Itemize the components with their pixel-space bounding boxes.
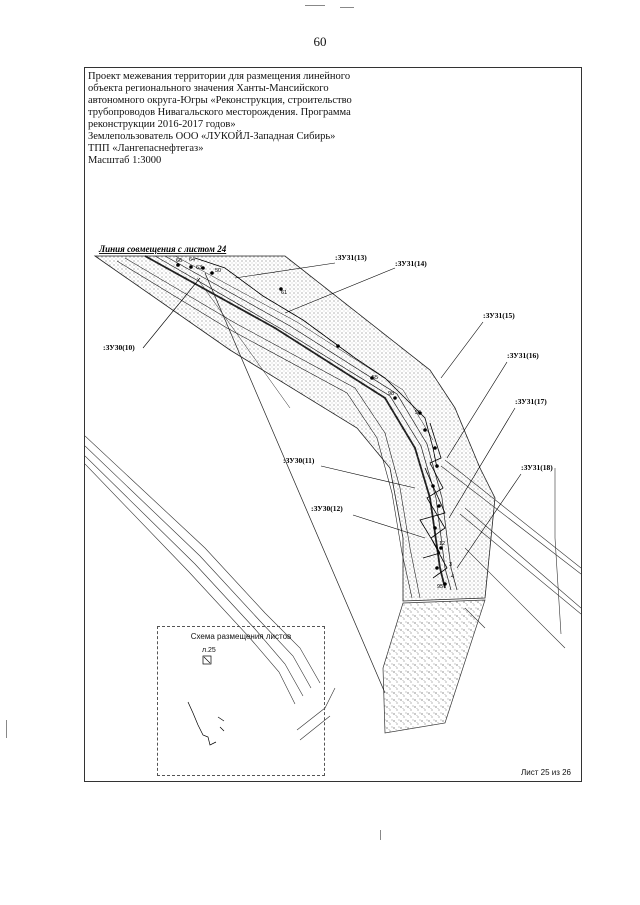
inset-map: [187, 655, 225, 746]
boundary-points: [176, 263, 447, 586]
point-number: 56: [415, 410, 421, 416]
scan-mark: [305, 5, 325, 6]
title-block: Проект межевания территории для размещен…: [88, 71, 388, 167]
title-line: автономного округа-Югры «Реконструкция, …: [88, 95, 352, 106]
parcel-label: :ЗУ30(12): [311, 504, 343, 513]
point-number: 63: [196, 265, 202, 271]
sheet-layout-inset: Схема размещения листов л.25: [157, 626, 325, 776]
boundary-line: [204, 272, 386, 694]
current-sheet-marker: [202, 655, 212, 665]
scan-mark: [6, 720, 7, 738]
inset-route: [219, 726, 225, 732]
parcel-label: :ЗУ30(11): [283, 456, 315, 465]
boundary-zigzag: [194, 257, 448, 579]
point-number: 95: [437, 584, 443, 590]
inset-route: [203, 656, 211, 664]
parcel-label: :ЗУ31(15): [483, 311, 515, 320]
point-number: 66: [176, 258, 182, 264]
inset-route: [187, 701, 217, 746]
point-number: 4: [451, 574, 454, 580]
cadastral-map: Линия совмещения с листом 24 :ЗУ31(13) :…: [85, 244, 581, 741]
title-line: реконструкции 2016-2017 годов»: [88, 119, 236, 130]
match-line-label: Линия совмещения с листом 24: [98, 244, 227, 254]
title-line: трубопроводов Нивагальского месторождени…: [88, 107, 351, 118]
title-line: Землепользователь ООО «ЛУКОЙЛ-Западная С…: [88, 131, 336, 142]
title-line: Масштаб 1:3000: [88, 155, 162, 166]
parcel-label: :ЗУ31(17): [515, 397, 547, 406]
parcel-label: :ЗУ31(13): [335, 253, 367, 262]
parcel-label: :ЗУ31(14): [395, 259, 427, 268]
speckled-area: [382, 599, 486, 734]
utility-line: [440, 459, 581, 649]
point-number: 64: [189, 257, 195, 263]
title-line: Проект межевания территории для размещен…: [88, 71, 351, 82]
title-line: ТПП «Лангепаснефтегаз»: [88, 143, 204, 154]
parcel-label: :ЗУ30(10): [103, 343, 135, 352]
point-number: 61: [281, 290, 287, 296]
point-number: 3: [449, 562, 452, 568]
sheet-number-footer: Лист 25 из 26: [521, 768, 571, 777]
inset-route: [217, 716, 225, 722]
scan-mark: [380, 830, 381, 840]
boundary-line: [196, 277, 291, 409]
inset-title: Схема размещения листов: [190, 632, 292, 641]
point-number: 98: [388, 391, 394, 397]
pipeline: [116, 255, 458, 599]
page-number: 60: [313, 34, 327, 49]
sheet-label: л.25: [202, 647, 216, 654]
drawing-frame: Проект межевания территории для размещен…: [84, 67, 582, 782]
parcel-label: :ЗУ31(16): [507, 351, 539, 360]
parcel-label: :ЗУ31(18): [521, 463, 553, 472]
title-line: объекта регионального значения Ханты-Ман…: [88, 83, 329, 94]
scan-mark: [340, 7, 354, 8]
point-number: 50: [215, 268, 221, 274]
corridor-zone: [93, 255, 496, 602]
point-number: 12: [439, 541, 445, 547]
road: [85, 435, 336, 741]
leader-line: [142, 262, 522, 569]
point-number: 55: [372, 375, 378, 381]
